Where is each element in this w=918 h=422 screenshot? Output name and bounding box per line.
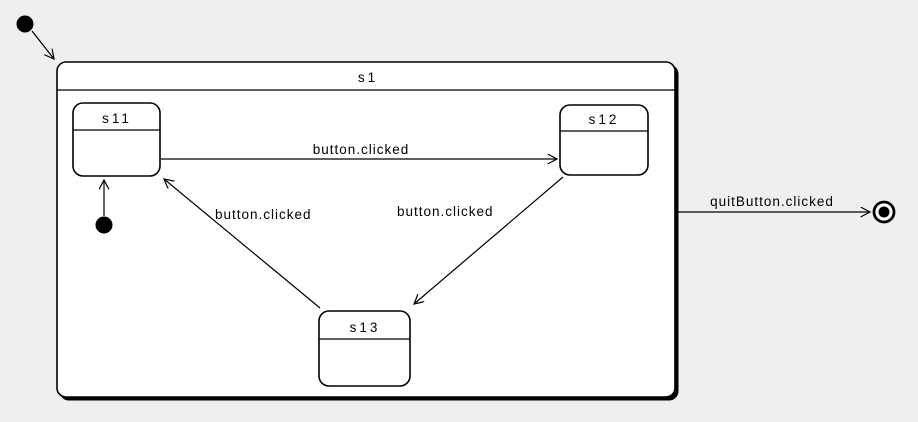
state-s11-label: s11 bbox=[102, 111, 132, 126]
state-s11[interactable]: s11 bbox=[72, 102, 161, 177]
state-s1-label: s1 bbox=[358, 70, 378, 85]
state-s13-label: s13 bbox=[350, 320, 381, 335]
transition-s13-to-s11[interactable]: button.clicked bbox=[164, 179, 321, 309]
final-state-inner-dot bbox=[878, 206, 890, 218]
final-state-marker[interactable] bbox=[872, 200, 896, 224]
transition-s12-to-s13[interactable]: button.clicked bbox=[397, 176, 564, 304]
transition-s11-to-s12[interactable]: button.clicked bbox=[161, 142, 557, 159]
transition-s12-to-s13-line[interactable] bbox=[414, 176, 564, 304]
transition-initial-to-s1[interactable] bbox=[31, 30, 54, 59]
transition-s13-to-s11-line[interactable] bbox=[164, 179, 321, 309]
transition-s1-to-final[interactable]: quitButton.clicked bbox=[677, 194, 870, 212]
state-s11-body[interactable] bbox=[72, 102, 161, 177]
transition-s1-to-final-label: quitButton.clicked bbox=[710, 194, 834, 209]
transition-s11-to-s12-label: button.clicked bbox=[313, 142, 410, 157]
state-s12-body[interactable] bbox=[559, 104, 649, 176]
state-s12[interactable]: s12 bbox=[559, 104, 649, 176]
initial-state-marker-inner[interactable] bbox=[95, 216, 113, 234]
state-s1[interactable]: s1 bbox=[56, 61, 679, 401]
state-s13[interactable]: s13 bbox=[318, 310, 411, 387]
transition-s12-to-s13-label: button.clicked bbox=[397, 204, 494, 219]
initial-state-marker[interactable] bbox=[16, 15, 34, 33]
state-s1-body[interactable] bbox=[56, 61, 676, 398]
transition-s13-to-s11-label: button.clicked bbox=[215, 207, 312, 222]
state-s13-body[interactable] bbox=[318, 310, 411, 387]
state-s12-label: s12 bbox=[589, 112, 620, 127]
